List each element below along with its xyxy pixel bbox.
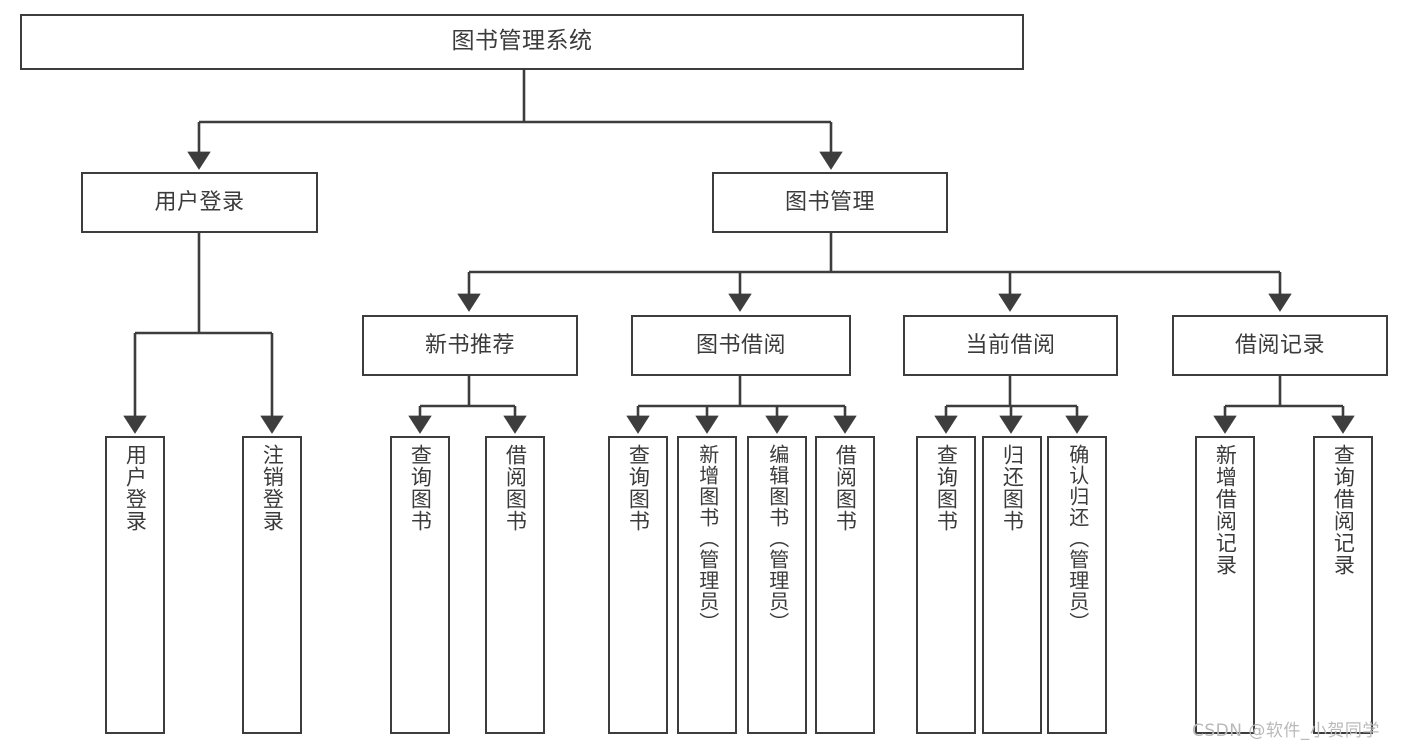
node-book-management[interactable]: 图书管理 [712, 172, 948, 233]
node-label: 借阅记录 [1234, 332, 1325, 358]
leaf-current-query-book[interactable]: 查询图书 [916, 436, 976, 734]
leaf-borrow-borrow-book[interactable]: 借阅图书 [815, 436, 875, 734]
node-label: 查询图书 [408, 444, 433, 532]
leaf-record-add-record[interactable]: 新增借阅记录 [1195, 436, 1255, 734]
node-borrow-record[interactable]: 借阅记录 [1172, 315, 1388, 376]
leaf-current-return-book[interactable]: 归还图书 [982, 436, 1042, 734]
node-label: 查询图书 [626, 444, 651, 532]
leaf-borrow-query-book[interactable]: 查询图书 [608, 436, 668, 734]
node-label: 借阅图书 [503, 444, 528, 532]
leaf-user-login[interactable]: 用户登录 [105, 436, 165, 734]
leaf-borrow-add-book-admin[interactable]: 新增图书（管理员） [677, 436, 737, 734]
node-label: 新增图书（管理员） [695, 444, 720, 633]
node-label: 用户登录 [123, 444, 148, 532]
node-label: 当前借阅 [965, 332, 1056, 358]
node-label: 新增借阅记录 [1213, 444, 1238, 576]
node-label: 编辑图书（管理员） [765, 444, 790, 633]
node-label: 借阅图书 [833, 444, 858, 532]
node-label: 图书管理系统 [451, 28, 593, 55]
node-user-login[interactable]: 用户登录 [81, 172, 318, 233]
node-label: 查询图书 [934, 444, 959, 532]
node-label: 新书推荐 [424, 332, 515, 358]
node-book-borrow[interactable]: 图书借阅 [631, 315, 851, 376]
leaf-record-query-record[interactable]: 查询借阅记录 [1313, 436, 1373, 734]
leaf-borrow-edit-book-admin[interactable]: 编辑图书（管理员） [747, 436, 807, 734]
leaf-recommend-query-book[interactable]: 查询图书 [390, 436, 450, 734]
node-label: 图书管理 [784, 189, 875, 215]
node-root[interactable]: 图书管理系统 [20, 14, 1024, 70]
node-label: 查询借阅记录 [1331, 444, 1356, 576]
node-label: 归还图书 [1000, 444, 1025, 532]
node-label: 确认归还（管理员） [1065, 444, 1090, 633]
leaf-recommend-borrow-book[interactable]: 借阅图书 [485, 436, 545, 734]
csdn-watermark: CSDN @软件_小贺同学 [1192, 721, 1380, 741]
node-label: 图书借阅 [695, 332, 786, 358]
leaf-current-confirm-return-admin[interactable]: 确认归还（管理员） [1047, 436, 1107, 734]
leaf-user-logout[interactable]: 注销登录 [242, 436, 302, 734]
node-new-book-recommend[interactable]: 新书推荐 [362, 315, 578, 376]
node-label: 用户登录 [154, 189, 245, 215]
node-current-borrow[interactable]: 当前借阅 [903, 315, 1118, 376]
node-label: 注销登录 [260, 444, 285, 532]
